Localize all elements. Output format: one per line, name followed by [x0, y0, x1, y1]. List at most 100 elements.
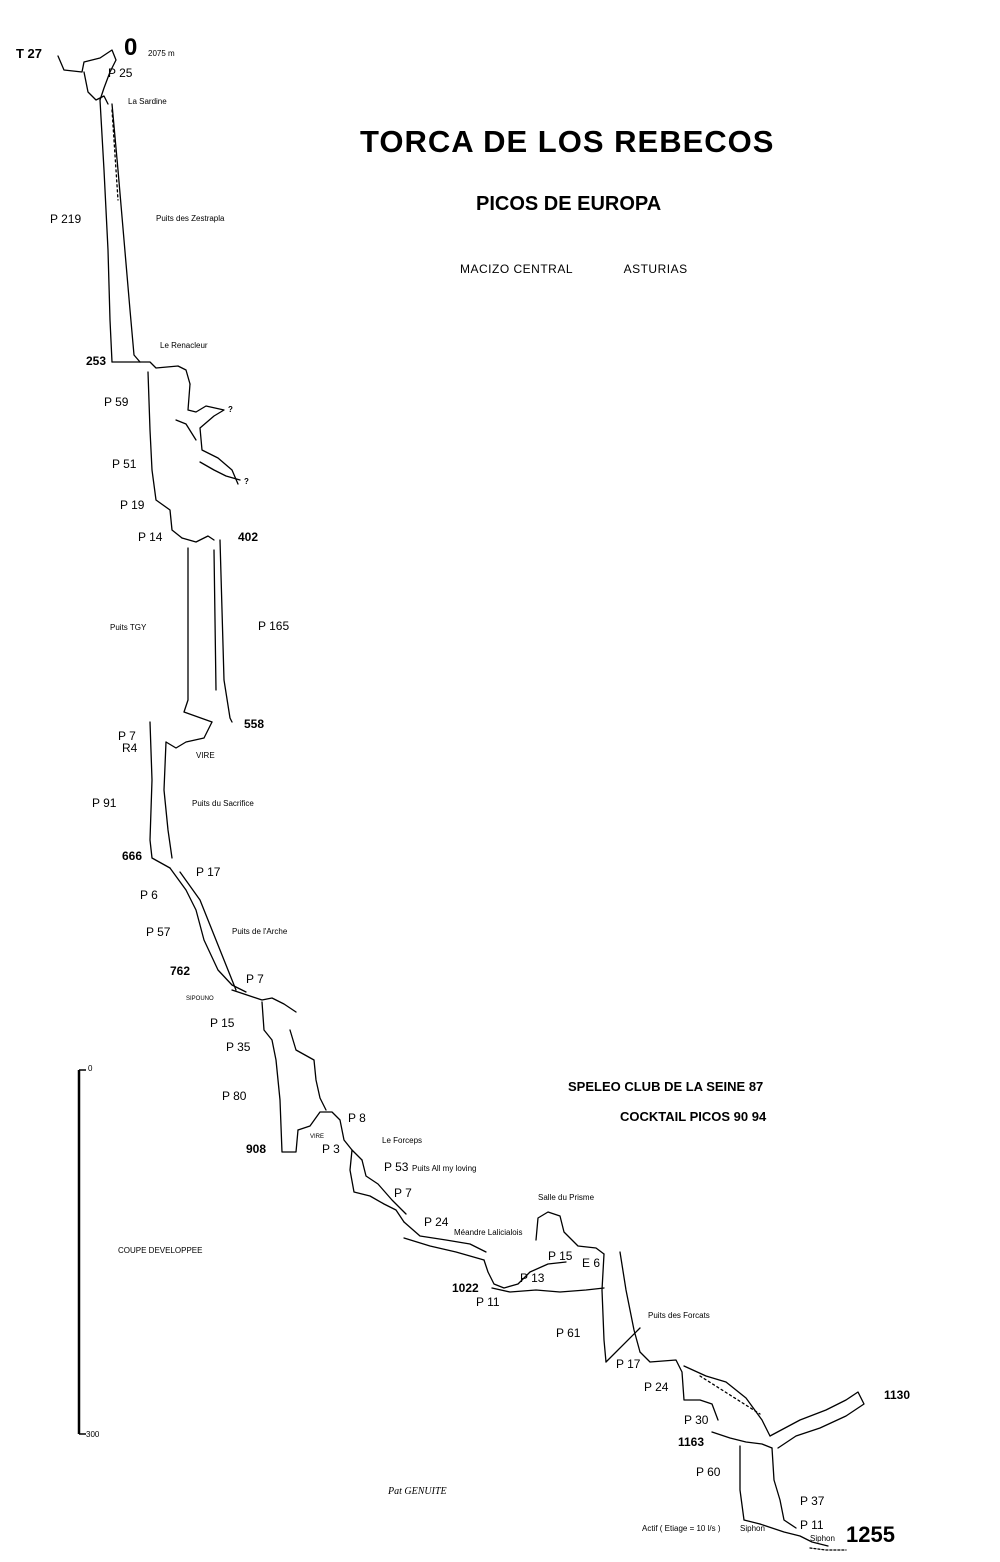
unexplored-lead-1: ?: [228, 405, 233, 414]
feature-meandre: Méandre Lalicialois: [454, 1228, 523, 1237]
shaft-p165-left: [183, 547, 213, 723]
pitch-p13: P 13: [520, 1271, 545, 1285]
base-558: [165, 721, 213, 749]
p14-ledge: [181, 535, 215, 543]
pitch-p53: P 53: [384, 1160, 409, 1174]
depth-253: 253: [86, 354, 107, 368]
pitch-p165: P 165: [258, 619, 290, 633]
survey-link-a: [111, 109, 119, 201]
feature-vire-2: VIRE: [310, 1134, 325, 1140]
pitch-p219: P 219: [50, 212, 82, 226]
feature-puits-arche: Puits de l'Arche: [232, 927, 288, 936]
meandre-bottom: [403, 1237, 485, 1261]
pitch-p91: P 91: [92, 796, 117, 810]
area-1022: [483, 1259, 567, 1289]
section-type: COUPE DEVELOPPEE: [118, 1246, 203, 1255]
survey-link-b: [699, 1375, 761, 1415]
page-subtitle: PICOS DE EUROPA: [476, 193, 662, 215]
shaft-p165-right: [219, 539, 233, 723]
entrance-shaft: [83, 71, 109, 105]
pitch-p51: P 51: [112, 457, 137, 471]
depth-1022: 1022: [452, 1281, 479, 1295]
pitch-e6: E 6: [582, 1256, 601, 1270]
depth-558: 558: [244, 717, 265, 731]
massif-label: MACIZO CENTRAL ASTURIAS: [460, 262, 688, 276]
feature-puits-sacrifice: Puits du Sacrifice: [192, 799, 254, 808]
shaft-p91-left: [149, 721, 171, 869]
pitch-p35: P 35: [226, 1040, 251, 1054]
level-762: [231, 989, 297, 1013]
entrance-altitude: 2075 m: [148, 49, 175, 58]
pitch-r4: R4: [122, 741, 138, 755]
pitch-p59: P 59: [104, 395, 129, 409]
shaft-p24: [639, 1351, 719, 1421]
terminal-sump: [759, 1523, 829, 1547]
depth-1163: 1163: [678, 1435, 705, 1449]
feature-sipouno: SIPOUNO: [186, 996, 214, 1002]
passage-1130: [769, 1391, 865, 1449]
scale-bottom-label: 300: [86, 1430, 100, 1439]
entrance-name: T 27: [16, 46, 43, 61]
depth-666: 666: [122, 849, 143, 863]
terminal-water: [809, 1547, 847, 1551]
province-name: ASTURIAS: [623, 262, 688, 276]
depth-1130: 1130: [884, 1388, 911, 1402]
pitch-p11a: P 11: [476, 1295, 500, 1309]
feature-puits-tgy: Puits TGY: [110, 623, 147, 632]
pitch-p60: P 60: [696, 1465, 721, 1479]
pitch-p7a: P 7: [118, 729, 136, 743]
feature-puits-forcats: Puits des Forcats: [648, 1311, 710, 1320]
feature-le-renacleur: Le Renacleur: [160, 341, 208, 350]
base-908: [297, 1111, 363, 1161]
entrance-depth: 0: [124, 34, 138, 61]
pitch-p25: P 25: [108, 66, 133, 80]
depth-908: 908: [246, 1142, 267, 1156]
feature-siphon-2: Siphon: [810, 1534, 835, 1543]
depth-762: 762: [170, 964, 191, 978]
feature-salle-prisme: Salle du Prisme: [538, 1193, 595, 1202]
shaft-p53-right: [361, 1159, 407, 1215]
pitch-p24b: P 24: [644, 1380, 669, 1394]
shaft-p80-left: [261, 1001, 299, 1153]
shaft-p91-right: [163, 741, 173, 859]
pitch-p24a: P 24: [424, 1215, 449, 1229]
feature-puits-zestrapla: Puits des Zestrapla: [156, 214, 225, 223]
feature-siphon: Siphon: [740, 1524, 765, 1533]
pitch-p19: P 19: [120, 498, 145, 512]
pitch-p30: P 30: [684, 1413, 709, 1427]
salle-prisme: [535, 1211, 605, 1255]
area-1022-lower: [491, 1287, 605, 1293]
shaft-p53: [349, 1149, 405, 1223]
massif-name: MACIZO CENTRAL: [460, 262, 573, 276]
scale-top-label: 0: [88, 1064, 93, 1073]
pitch-p61: P 61: [556, 1326, 581, 1340]
expedition-credit: COCKTAIL PICOS 90 94: [620, 1109, 767, 1124]
club-credit: SPELEO CLUB DE LA SEINE 87: [568, 1079, 764, 1094]
entrance-outline: [57, 49, 117, 101]
shaft-p60-right: [771, 1447, 797, 1529]
shaft-p165-inner: [213, 549, 217, 691]
pitch-p57: P 57: [146, 925, 171, 939]
upper-gallery-1130: [683, 1365, 771, 1437]
feature-la-sardine: La Sardine: [128, 97, 167, 106]
shaft-p80-right: [289, 1029, 327, 1111]
shaft-p61-right: [619, 1251, 641, 1353]
scale-bar: [77, 1069, 86, 1435]
shaft-p60-left: [739, 1445, 761, 1525]
pitch-p17b: P 17: [616, 1357, 641, 1371]
pitch-p80: P 80: [222, 1089, 247, 1103]
shaft-p59-right: [187, 383, 239, 485]
shaft-p61-left: [601, 1253, 607, 1363]
meandre-top: [403, 1221, 487, 1253]
pitch-p11b: P 11: [800, 1518, 824, 1532]
feature-puits-loving: Puits All my loving: [412, 1164, 477, 1173]
pitch-p7c: P 7: [394, 1186, 412, 1200]
unexplored-lead-2: ?: [244, 477, 249, 486]
forcats-diag: [605, 1327, 641, 1363]
side-branch-a: [175, 419, 197, 441]
feature-actif: Actif ( Etiage = 10 l/s ): [642, 1524, 721, 1533]
slope-p57-left: [169, 867, 247, 993]
shaft-p219-right: [111, 103, 141, 363]
shaft-p59-left: [147, 371, 183, 539]
